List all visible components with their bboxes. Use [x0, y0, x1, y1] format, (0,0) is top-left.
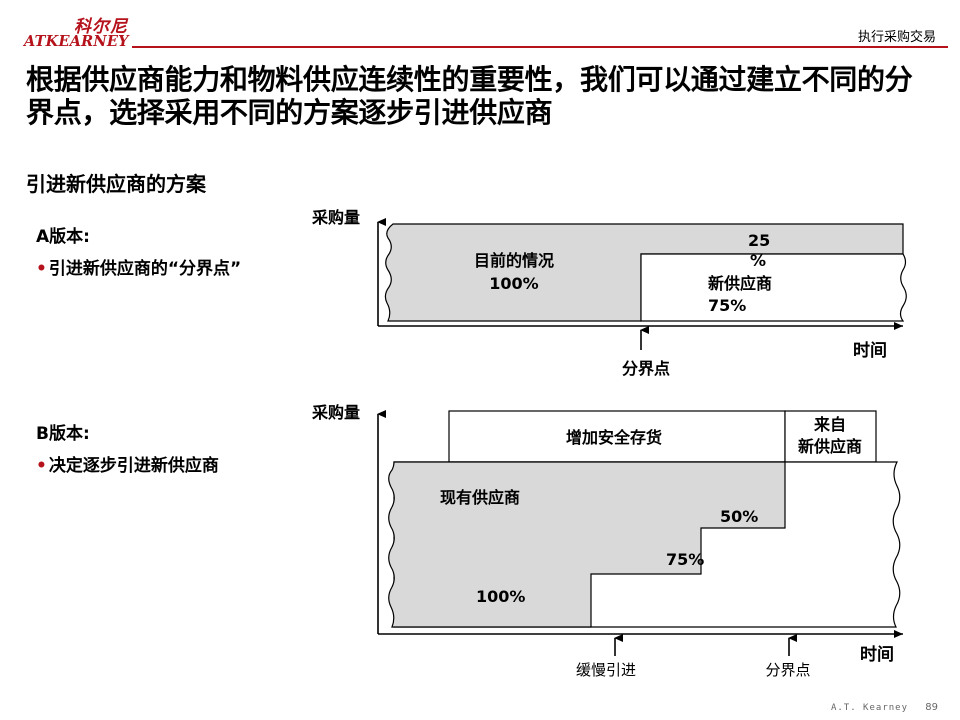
version-b-label: B版本:	[36, 424, 90, 444]
version-a-bullet: •引进新供应商的“分界点”	[36, 254, 241, 279]
diagram-a-x-label: 时间	[853, 340, 887, 361]
footer-company: A.T. Kearney	[830, 703, 908, 713]
diagram-b-from-new-line2: 新供应商	[798, 437, 862, 456]
diagram-b-pct-100: 100%	[476, 587, 525, 606]
version-b-bullet: •决定逐步引进新供应商	[36, 451, 219, 476]
diagram-b-slow-intro-label: 缓慢引进	[576, 661, 636, 679]
diagram-a-current-area	[384, 223, 904, 322]
header-rule	[132, 46, 948, 48]
diagram-b-y-label: 采购量	[311, 403, 360, 422]
diagram-a-cutoff-label: 分界点	[622, 359, 670, 378]
diagram-a-top-pct-line1: 25	[748, 231, 770, 250]
diagram-b-safety-stock-label: 增加安全存货	[566, 428, 662, 447]
bullet-dot: •	[36, 456, 47, 476]
diagram-a-current-pct: 100%	[489, 274, 538, 293]
diagram-b-pct-50: 50%	[720, 507, 758, 526]
section-label: 执行采购交易	[857, 30, 936, 45]
bullet-dot: •	[36, 259, 47, 279]
diagram-b-cutoff-label: 分界点	[765, 661, 810, 679]
logo-english: ATKEARNEY	[24, 33, 129, 50]
diagram-b-x-label: 时间	[860, 644, 894, 665]
diagram-a-y-label: 采购量	[311, 208, 360, 227]
diagram-b-from-new-box	[784, 410, 877, 463]
slide-title: 根据供应商能力和物料供应连续性的重要性，我们可以通过建立不同的分界点，选择采用不…	[26, 63, 913, 129]
slide-subtitle: 引进新供应商的方案	[26, 172, 206, 196]
diagram-b: 采购量 时间 增加安全存货 来自 新供应商 现有供应商 50% 75% 100%…	[311, 403, 903, 679]
version-a-bullet-text: 引进新供应商的“分界点”	[48, 259, 242, 279]
version-b-bullet-text: 决定逐步引进新供应商	[48, 456, 219, 476]
diagram-a-new-supplier-area	[640, 253, 907, 322]
diagram-a-new-pct: 75%	[708, 296, 746, 315]
diagram-b-pct-75: 75%	[666, 550, 704, 569]
version-a-label: A版本:	[36, 227, 90, 247]
diagram-b-existing-area	[388, 461, 786, 628]
diagram-b-safety-stock-box	[448, 410, 786, 463]
diagram-a: 采购量 时间 目前的情况 100% 25 % 新供应商 75% 分界点	[311, 208, 907, 378]
diagram-a-current-label: 目前的情况	[474, 251, 554, 270]
diagram-b-existing-label: 现有供应商	[440, 488, 520, 507]
logo-chinese: 科尔尼	[74, 17, 128, 37]
page-number: 89	[925, 702, 938, 713]
diagram-a-top-pct-line2: %	[750, 251, 766, 270]
diagram-b-from-new-line1: 来自	[813, 415, 846, 434]
diagram-a-new-label: 新供应商	[708, 274, 772, 293]
